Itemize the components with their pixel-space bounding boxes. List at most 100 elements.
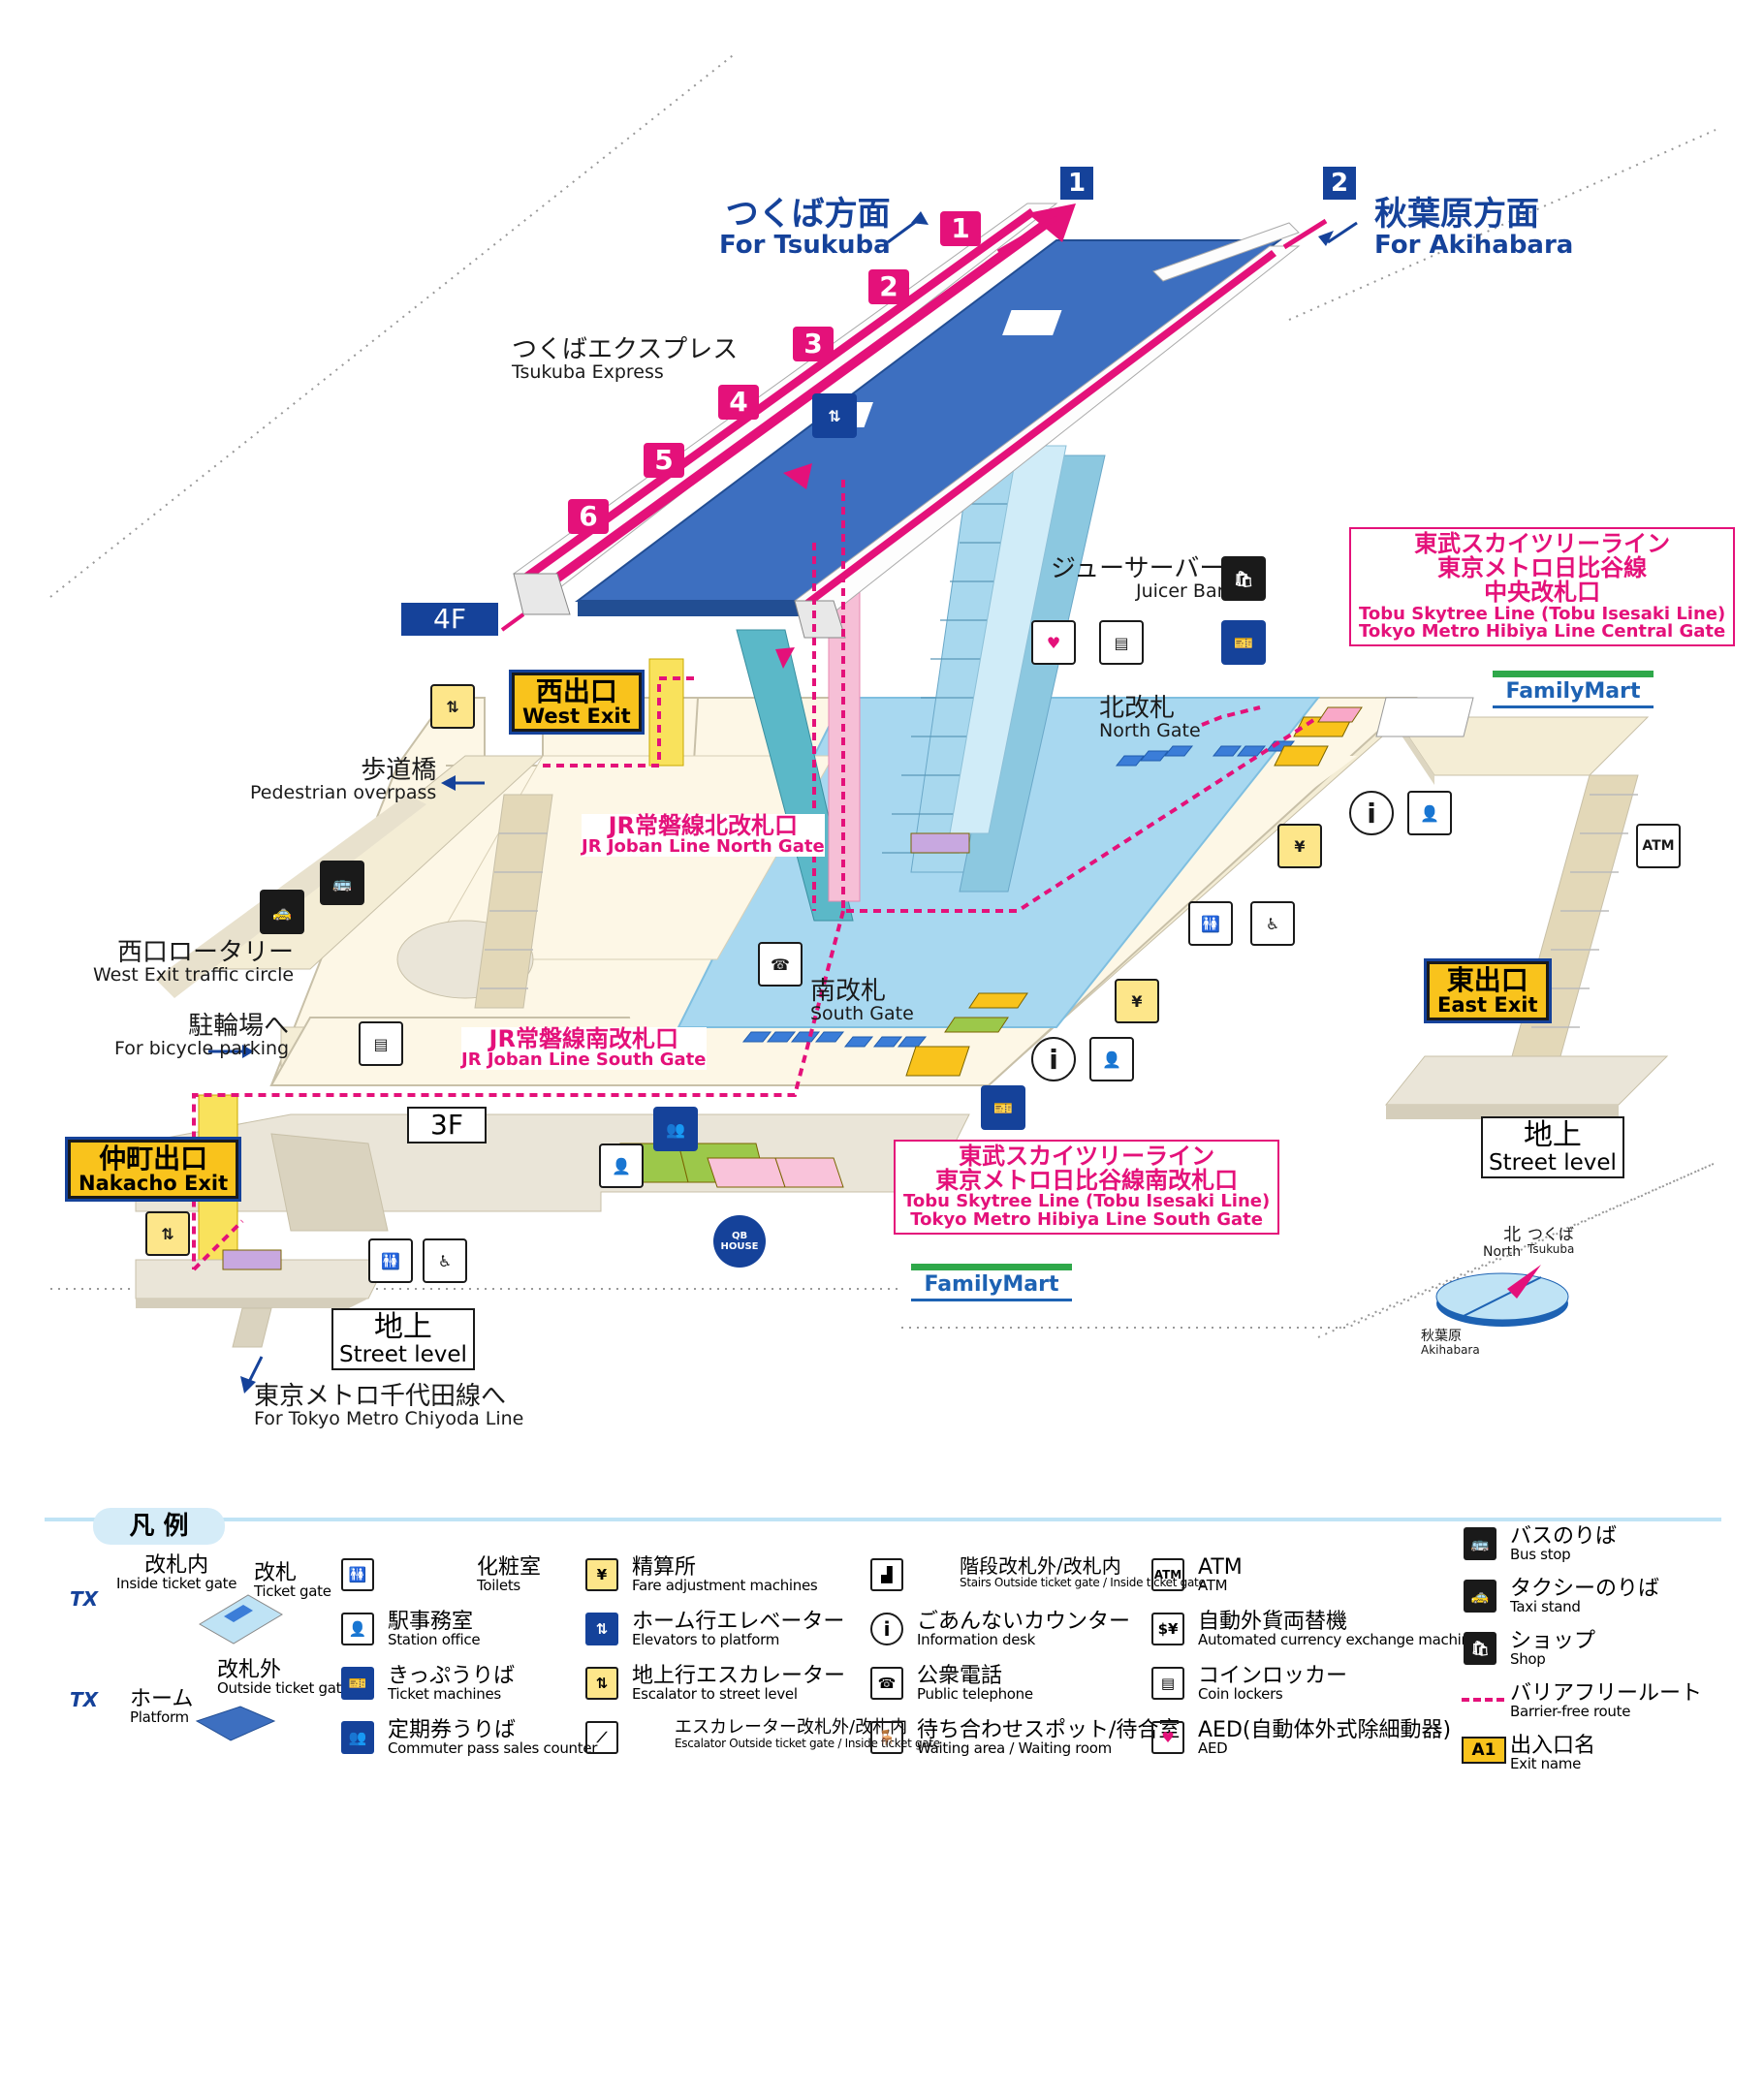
legend-waiting-icon: 🪑	[870, 1721, 903, 1754]
legend-atm-icon: ATM	[1151, 1558, 1184, 1591]
tsukuba-express-label: つくばエクスプレス Tsukuba Express	[512, 335, 739, 384]
tx-mark-icon: TX	[70, 1587, 99, 1611]
legend-escalator-street-icon: ⇅	[585, 1667, 618, 1700]
qb-house-icon: QB HOUSE	[713, 1215, 766, 1268]
toilet-icon: 🚻	[1188, 901, 1233, 946]
accessible-toilet-icon: ♿	[1250, 901, 1295, 946]
platform-4f	[500, 203, 1301, 639]
legend-escalator-icon: ⟋	[585, 1721, 618, 1754]
legend-telephone-icon: ☎	[870, 1667, 903, 1700]
car-number: 4	[718, 385, 759, 420]
station-office-icon: 👤	[599, 1143, 644, 1188]
tobu-south-gate-label: 東武スカイツリーライン 東京メトロ日比谷線南改札口 Tobu Skytree L…	[894, 1140, 1280, 1236]
information-icon: i	[1349, 791, 1394, 835]
legend-bus-stop-icon: 🚌	[1464, 1527, 1496, 1560]
atm-icon: ATM	[1636, 824, 1681, 868]
legend-commuter-pass-icon: 👥	[341, 1721, 374, 1754]
compass-north: 北 North	[1483, 1225, 1522, 1260]
tokyo-metro-chiyoda-label: 東京メトロ千代田線へ For Tokyo Metro Chiyoda Line	[254, 1382, 524, 1430]
commuter-pass-icon: 👥	[653, 1107, 698, 1151]
ticket-machine-icon: 🎫	[981, 1085, 1025, 1130]
bicycle-parking-label: 駐輪場へ For bicycle parking	[114, 1012, 290, 1060]
direction-akihabara: 秋葉原方面 For Akihabara	[1374, 195, 1574, 260]
fare-adjustment-icon: ¥	[1115, 979, 1159, 1023]
floor-4f: 4F	[401, 603, 498, 636]
barrier-free-route	[192, 480, 1320, 1271]
west-traffic-circle-label: 西口ロータリー West Exit traffic circle	[93, 938, 295, 987]
coin-locker-icon: ▤	[1099, 620, 1144, 665]
car-number: 6	[568, 499, 609, 534]
floor-3f: 3F	[407, 1107, 487, 1143]
legend-elevator-icon: ⇅	[585, 1613, 618, 1645]
station-office-icon: 👤	[1089, 1037, 1134, 1081]
legend-stairs-icon: ▟	[870, 1558, 903, 1591]
legend-shop-icon: 🛍	[1464, 1632, 1496, 1665]
familymart-south: FamilyMart	[911, 1264, 1072, 1301]
pedestrian-overpass-label: 歩道橋 Pedestrian overpass	[250, 756, 437, 804]
legend-station-office-icon: 👤	[341, 1613, 374, 1645]
coin-locker-icon: ▤	[359, 1021, 403, 1066]
accessible-toilet-icon: ♿	[423, 1238, 467, 1283]
legend-gate-diagram	[199, 1594, 283, 1645]
legend-exit-sample: A1	[1462, 1737, 1506, 1764]
legend-aed: AED(自動体外式除細動器)AED	[1198, 1718, 1452, 1758]
legend-taxi-icon: 🚕	[1464, 1580, 1496, 1613]
track-2-badge: 2	[1323, 167, 1356, 200]
escalator-street-icon: ⇅	[145, 1211, 190, 1256]
taxi-stand-icon: 🚕	[260, 890, 304, 934]
escalator-street-icon: ⇅	[430, 684, 475, 729]
station-office-icon: 👤	[1407, 791, 1452, 835]
track-1-badge: 1	[1060, 167, 1093, 200]
legend-aed-icon: ♥	[1151, 1721, 1184, 1754]
legend-fare-adjustment-icon: ¥	[585, 1558, 618, 1591]
car-number: 1	[940, 211, 981, 246]
legend-title: 凡 例	[93, 1508, 225, 1545]
compass-akihabara: 秋葉原 Akihabara	[1421, 1329, 1480, 1357]
car-number: 5	[644, 443, 684, 478]
tx-mark-icon: TX	[70, 1688, 99, 1711]
car-number: 3	[793, 327, 834, 361]
legend-barrier-free-line	[1462, 1698, 1504, 1702]
tobu-central-gate-label: 東武スカイツリーライン 東京メトロ日比谷線 中央改札口 Tobu Skytree…	[1349, 527, 1736, 647]
juicer-bar-label: ジューサーバー Juicer Bar	[1051, 554, 1225, 603]
legend-platform-diagram	[195, 1706, 276, 1741]
legend-ticket-machine-icon: 🎫	[341, 1667, 374, 1700]
shop-icon: 🛍	[1221, 556, 1266, 601]
elevator-icon: ⇅	[812, 393, 857, 438]
legend-divider	[45, 1518, 1721, 1521]
bus-stop-icon: 🚌	[320, 861, 364, 905]
legend-coin-locker-icon: ▤	[1151, 1667, 1184, 1700]
direction-tsukuba: つくば方面 For Tsukuba	[719, 195, 891, 260]
toilet-icon: 🚻	[368, 1238, 413, 1283]
